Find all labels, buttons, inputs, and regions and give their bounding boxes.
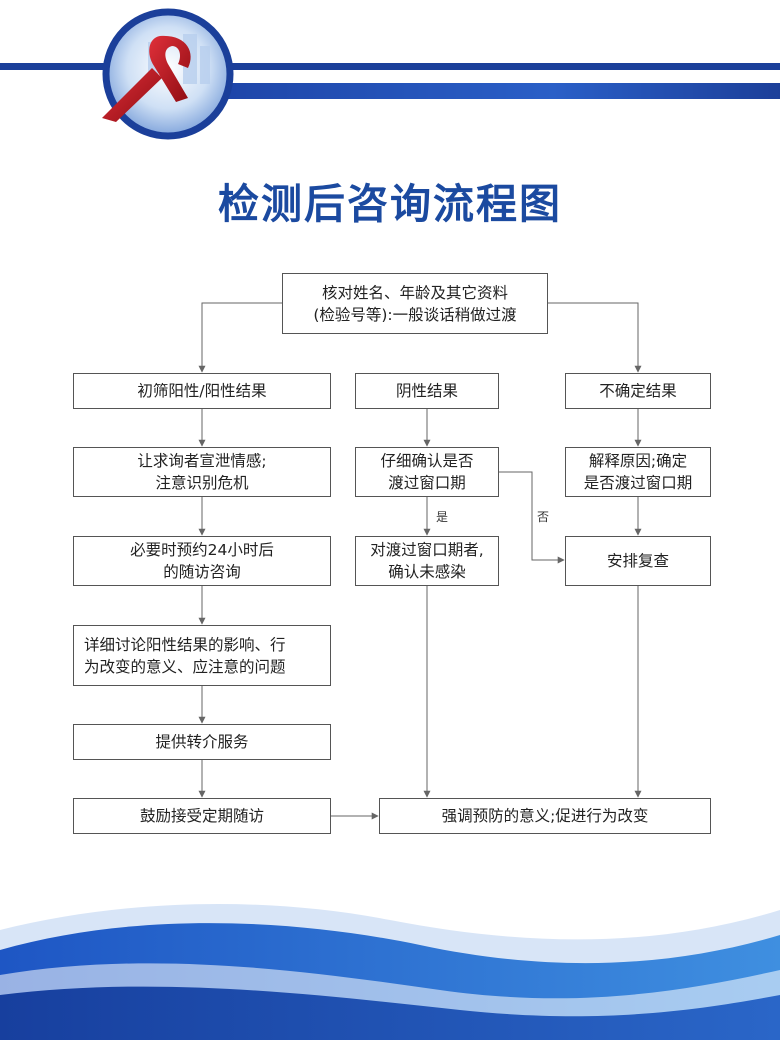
- header-bar-thick: [215, 83, 780, 99]
- node-vent-emotions: 让求询者宣泄情感; 注意识别危机: [73, 447, 331, 497]
- node-followup-24h: 必要时预约24小时后 的随访咨询: [73, 536, 331, 586]
- node-explain-reason: 解释原因;确定 是否渡过窗口期: [565, 447, 711, 497]
- node-confirm-window: 仔细确认是否 渡过窗口期: [355, 447, 499, 497]
- node-emphasize-prevention: 强调预防的意义;促进行为改变: [379, 798, 711, 834]
- arrow-verify-uncertain: [548, 302, 642, 373]
- footer-waves: [0, 903, 780, 1040]
- node-referral: 提供转介服务: [73, 724, 331, 760]
- red-ribbon-logo: [102, 8, 234, 140]
- node-positive-result: 初筛阳性/阳性结果: [73, 373, 331, 409]
- arrow-confirm-recheck: [499, 471, 565, 564]
- edge-label-yes: 是: [436, 510, 449, 524]
- node-discuss-impact: 详细讨论阳性结果的影响、行 为改变的意义、应注意的问题: [73, 625, 331, 686]
- node-uncertain-result: 不确定结果: [565, 373, 711, 409]
- node-verify: 核对姓名、年龄及其它资料 (检验号等):一般谈话稍做过渡: [282, 273, 548, 334]
- edge-label-no: 否: [537, 510, 550, 524]
- header-bar-thin: [0, 63, 780, 70]
- node-negative-result: 阴性结果: [355, 373, 499, 409]
- arrow-verify-positive: [198, 302, 282, 373]
- node-encourage-followup: 鼓励接受定期随访: [73, 798, 331, 834]
- page-title: 检测后咨询流程图: [218, 180, 562, 228]
- node-passed-window: 对渡过窗口期者, 确认未感染: [355, 536, 499, 586]
- node-arrange-recheck: 安排复查: [565, 536, 711, 586]
